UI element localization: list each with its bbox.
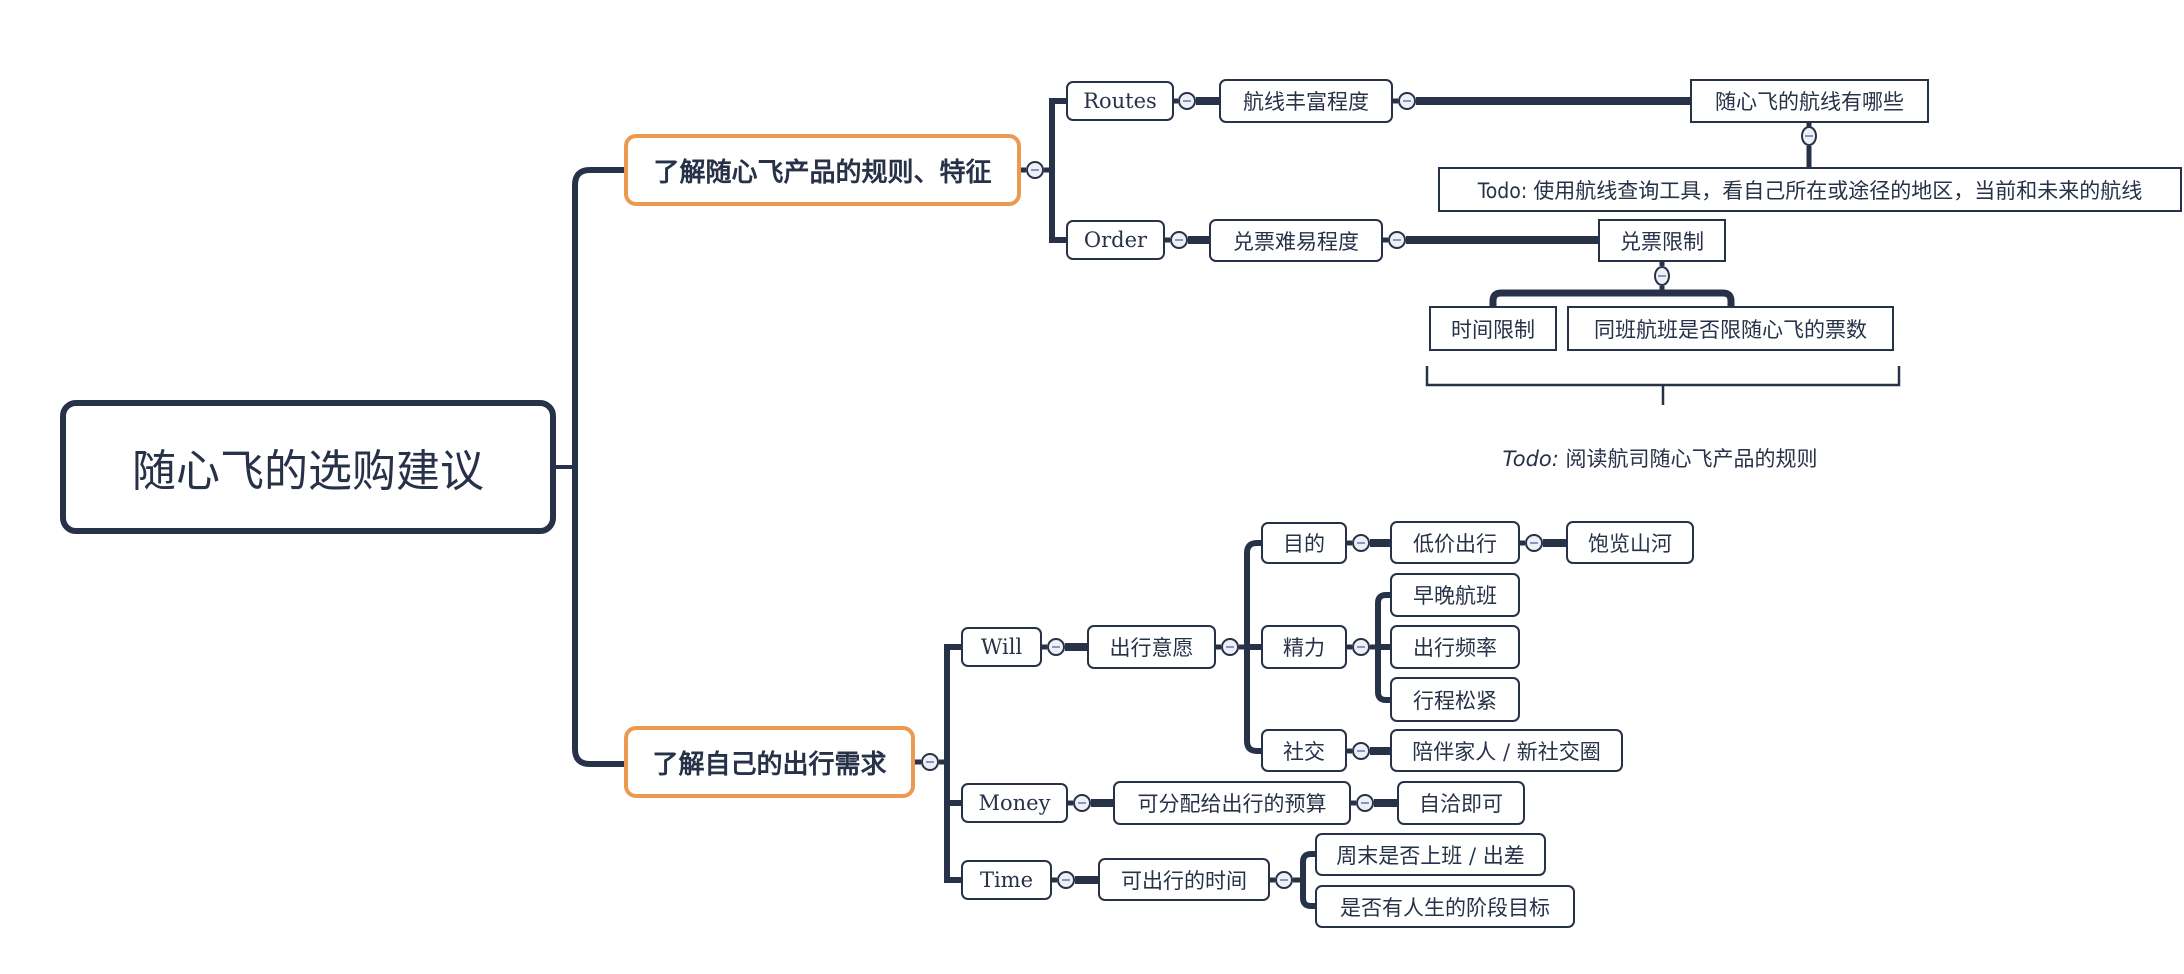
collapse-toggle-icon[interactable] bbox=[1525, 534, 1543, 552]
topic-low-cost-travel[interactable]: 低价出行 bbox=[1390, 521, 1520, 564]
collapse-toggle-icon[interactable] bbox=[1221, 638, 1239, 656]
topic-travel-budget[interactable]: 可分配给出行的预算 bbox=[1113, 781, 1351, 825]
topic-travel-needs[interactable]: 了解自己的出行需求 bbox=[624, 726, 915, 798]
topic-purpose[interactable]: 目的 bbox=[1261, 522, 1347, 564]
collapse-toggle-icon[interactable] bbox=[1801, 126, 1817, 146]
collapse-toggle-icon[interactable] bbox=[1047, 638, 1065, 656]
summary-note[interactable]: Todo: 阅读航司随心飞产品的规则 bbox=[1502, 443, 1817, 473]
topic-available-time[interactable]: 可出行的时间 bbox=[1098, 858, 1270, 901]
root-topic[interactable]: 随心飞的选购建议 bbox=[60, 400, 556, 534]
topic-sightseeing[interactable]: 饱览山河 bbox=[1566, 521, 1694, 564]
collapse-toggle-icon[interactable] bbox=[1356, 794, 1374, 812]
topic-time[interactable]: Time bbox=[961, 860, 1052, 900]
collapse-toggle-icon[interactable] bbox=[1057, 871, 1075, 889]
summary-note-prefix: Todo: bbox=[1502, 447, 1559, 471]
topic-travel-frequency[interactable]: 出行频率 bbox=[1390, 625, 1520, 669]
topic-self-consistent[interactable]: 自洽即可 bbox=[1397, 781, 1525, 825]
topic-redeem-limits[interactable]: 兑票限制 bbox=[1598, 219, 1726, 262]
collapse-toggle-icon[interactable] bbox=[1388, 231, 1406, 249]
topic-early-late-flights[interactable]: 早晚航班 bbox=[1390, 573, 1520, 617]
collapse-toggle-icon[interactable] bbox=[1026, 161, 1044, 179]
collapse-toggle-icon[interactable] bbox=[1352, 638, 1370, 656]
topic-money[interactable]: Money bbox=[961, 783, 1068, 823]
topic-seat-quota[interactable]: 同班航班是否限随心飞的票数 bbox=[1567, 306, 1894, 351]
collapse-toggle-icon[interactable] bbox=[1654, 266, 1670, 286]
topic-order[interactable]: Order bbox=[1066, 220, 1165, 260]
topic-route-richness[interactable]: 航线丰富程度 bbox=[1219, 79, 1393, 123]
topic-itinerary-pace[interactable]: 行程松紧 bbox=[1390, 677, 1520, 722]
collapse-toggle-icon[interactable] bbox=[1073, 794, 1091, 812]
collapse-toggle-icon[interactable] bbox=[1352, 742, 1370, 760]
collapse-toggle-icon[interactable] bbox=[1398, 92, 1416, 110]
topic-time-limit[interactable]: 时间限制 bbox=[1429, 306, 1557, 351]
collapse-toggle-icon[interactable] bbox=[921, 753, 939, 771]
topic-family-social[interactable]: 陪伴家人 / 新社交圈 bbox=[1390, 729, 1623, 772]
summary-note-text: 阅读航司随心飞产品的规则 bbox=[1558, 447, 1818, 471]
topic-weekend-work[interactable]: 周末是否上班 / 出差 bbox=[1315, 833, 1546, 876]
collapse-toggle-icon[interactable] bbox=[1275, 871, 1293, 889]
topic-life-goals[interactable]: 是否有人生的阶段目标 bbox=[1315, 885, 1575, 928]
topic-routes[interactable]: Routes bbox=[1066, 81, 1174, 121]
topic-will[interactable]: Will bbox=[961, 627, 1042, 667]
topic-redeem-difficulty[interactable]: 兑票难易程度 bbox=[1209, 219, 1383, 262]
collapse-toggle-icon[interactable] bbox=[1352, 534, 1370, 552]
topic-which-routes[interactable]: 随心飞的航线有哪些 bbox=[1690, 79, 1929, 123]
topic-social[interactable]: 社交 bbox=[1261, 729, 1347, 772]
collapse-toggle-icon[interactable] bbox=[1170, 231, 1188, 249]
topic-todo-route-tool[interactable]: Todo: 使用航线查询工具，看自己所在或途径的地区，当前和未来的航线 bbox=[1438, 167, 2182, 212]
collapse-toggle-icon[interactable] bbox=[1178, 92, 1196, 110]
topic-product-rules[interactable]: 了解随心飞产品的规则、特征 bbox=[624, 134, 1021, 206]
topic-travel-intent[interactable]: 出行意愿 bbox=[1087, 625, 1216, 669]
topic-energy[interactable]: 精力 bbox=[1261, 625, 1347, 669]
